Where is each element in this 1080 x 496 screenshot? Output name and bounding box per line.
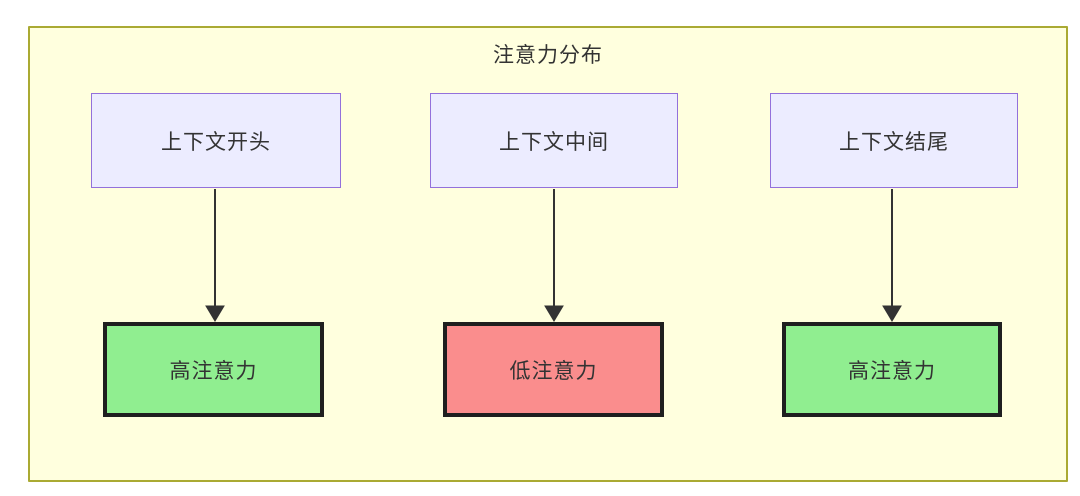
node-label: 上下文中间 (499, 130, 609, 154)
node-label: 低注意力 (509, 359, 598, 383)
node-context-middle: 上下文中间 (430, 93, 678, 188)
node-high-attention-right: 高注意力 (782, 322, 1002, 417)
node-high-attention-left: 高注意力 (103, 322, 324, 417)
node-context-start: 上下文开头 (91, 93, 341, 188)
node-label: 高注意力 (848, 359, 936, 383)
node-low-attention-middle: 低注意力 (443, 322, 664, 417)
node-context-end: 上下文结尾 (770, 93, 1018, 188)
diagram-title: 注意力分布 (493, 44, 603, 67)
node-label: 上下文开头 (161, 130, 271, 154)
node-label: 上下文结尾 (839, 130, 949, 154)
node-label: 高注意力 (169, 359, 258, 383)
